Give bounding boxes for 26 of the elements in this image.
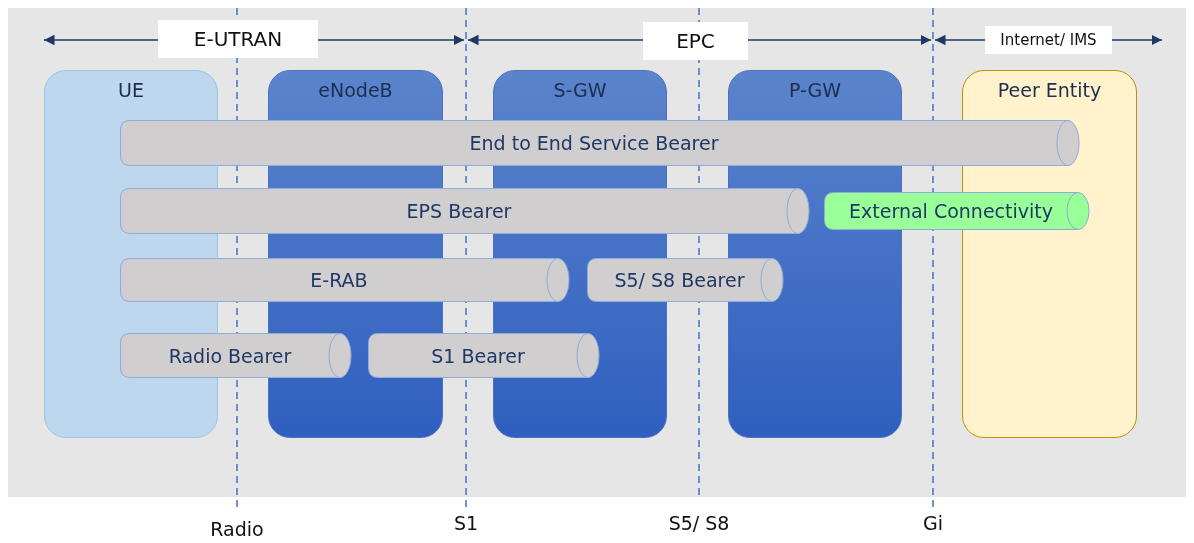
interface-label: S1 bbox=[453, 512, 479, 534]
bearer-tube bbox=[587, 258, 784, 302]
node-title: S-GW bbox=[553, 79, 607, 101]
bearer-tube bbox=[120, 258, 570, 302]
bearer-label: S1 Bearer bbox=[431, 344, 525, 367]
bearer-label: External Connectivity bbox=[849, 200, 1053, 222]
bearer-label: E-RAB bbox=[310, 269, 368, 291]
node-title: P-GW bbox=[788, 79, 842, 101]
bearer-tube bbox=[120, 120, 1080, 166]
interface-label: S5/ S8 bbox=[668, 512, 730, 534]
bearer-tube bbox=[368, 333, 600, 378]
bearer-label: S5/ S8 Bearer bbox=[614, 269, 745, 291]
node-title: Peer Entity bbox=[997, 79, 1102, 101]
bearer-label: Radio Bearer bbox=[168, 344, 292, 367]
node-title: eNodeB bbox=[318, 79, 393, 101]
section-label: Internet/ IMS bbox=[985, 26, 1112, 54]
bearer-tube bbox=[824, 192, 1090, 230]
bearer-label: EPS Bearer bbox=[406, 200, 512, 222]
interface-label: Gi bbox=[923, 512, 943, 534]
section-label: E-UTRAN bbox=[158, 20, 318, 58]
bearer-label: End to End Service Bearer bbox=[469, 132, 719, 154]
interface-label: Radio bbox=[210, 518, 264, 540]
node-title: UE bbox=[118, 79, 144, 101]
section-label: EPC bbox=[643, 22, 748, 60]
bearer-tube bbox=[120, 188, 810, 234]
bearer-tube bbox=[120, 333, 352, 378]
